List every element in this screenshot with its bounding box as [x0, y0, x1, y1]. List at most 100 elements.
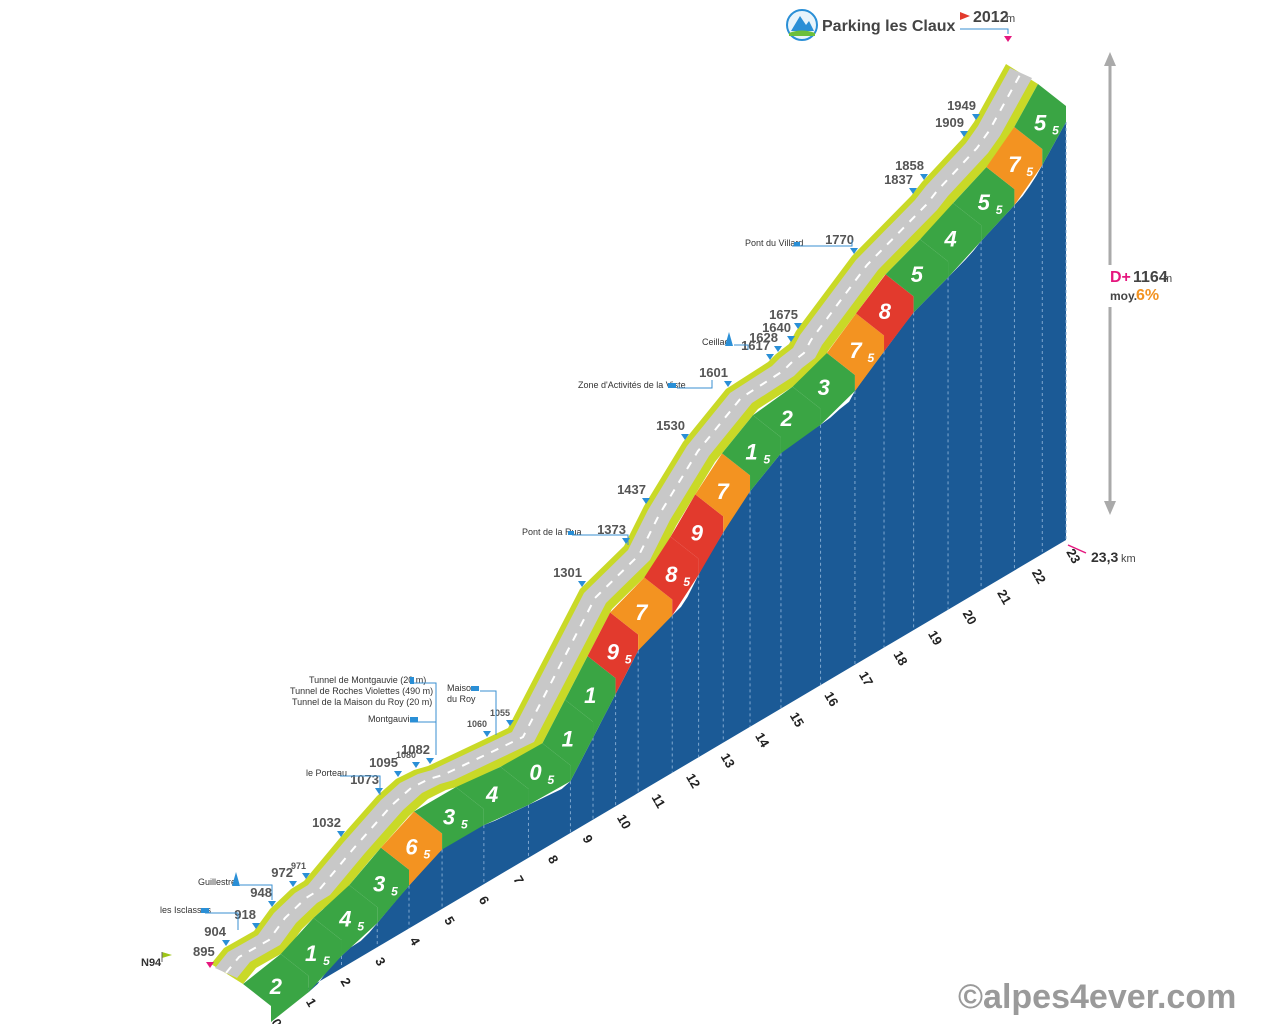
altitude-label: 918: [234, 907, 256, 922]
grade-label: 4: [485, 782, 498, 807]
altitude-marker-icon: [850, 248, 858, 254]
grade-label: 9: [691, 521, 704, 546]
km-tick-label: 1: [303, 996, 320, 1010]
house-icon: [471, 686, 479, 691]
summit-header: Parking les Claux 2012 m: [786, 9, 1015, 42]
altitude-marker-icon: [289, 881, 297, 887]
place-les-isclasses: les Isclasses: [160, 905, 212, 915]
altitude-marker-icon: [337, 831, 345, 837]
km-tick-label: 6: [476, 893, 493, 907]
altitude-label: 1082: [401, 742, 430, 757]
avg-label: moy.: [1110, 289, 1137, 303]
grade-label: 5: [978, 190, 991, 215]
grade-label: 4: [943, 226, 956, 251]
start-marker-icon: [206, 962, 214, 968]
start-road-label: N94: [141, 957, 162, 969]
altitude-marker-icon: [724, 381, 732, 387]
altitude-marker-icon: [394, 771, 402, 777]
grade-label: 3: [373, 871, 385, 896]
altitude-label: 1301: [553, 565, 582, 580]
km-tick-label: 0: [268, 1016, 285, 1024]
altitude-label: 1628: [749, 330, 778, 345]
grade-segment: [500, 743, 571, 805]
km-tick-label: 9: [579, 832, 596, 846]
avg-value: 6%: [1136, 287, 1159, 304]
grade-label: 8: [665, 562, 678, 587]
altitude-marker-icon: [972, 114, 980, 120]
place-icons: [201, 242, 800, 913]
summit-flag-icon: [960, 12, 970, 20]
altitude-marker-icon: [681, 434, 689, 440]
summit-marker-icon: [1004, 36, 1012, 42]
grade-label-decimal: 5: [1026, 165, 1033, 179]
grade-label-decimal: 5: [996, 203, 1003, 217]
distance-unit: km: [1121, 553, 1136, 565]
grade-label: 2: [780, 406, 794, 431]
grade-label: 5: [911, 262, 924, 287]
altitude-marker-icon: [787, 336, 795, 342]
summit-altitude: 2012: [973, 9, 1009, 26]
altitude-marker-icon: [252, 923, 260, 929]
gain-unit: m: [1163, 273, 1172, 285]
km-tick-label: 16: [821, 689, 841, 709]
altitude-label: 1073: [350, 772, 379, 787]
altitude-label: 1095: [369, 755, 398, 770]
grade-label: 7: [717, 479, 731, 504]
km-tick-label: 17: [856, 669, 876, 689]
grade-segment: [752, 386, 821, 454]
grade-label: 0: [529, 760, 542, 785]
altitude-label: 1055: [490, 708, 510, 718]
place-zone-viste: Zone d'Activités de la Viste: [578, 380, 686, 390]
grade-label: 3: [443, 804, 455, 829]
place-guillestre: Guillestre: [198, 877, 236, 887]
km-tick-label: 23: [1063, 546, 1083, 566]
altitude-label: 1032: [312, 815, 341, 830]
bridge-icon: [568, 531, 574, 535]
place-montgauvie: Montgauvie: [368, 714, 415, 724]
altitude-label: 1530: [656, 418, 685, 433]
km-tick-label: 19: [925, 628, 945, 648]
altitude-label: 1770: [825, 232, 854, 247]
grade-segment: [349, 847, 409, 924]
grade-segment: [885, 239, 949, 313]
grade-label: 1: [584, 683, 596, 708]
place-maison-du-roy-1: Maison: [447, 683, 476, 693]
km-tick-label: 14: [752, 730, 773, 751]
altitude-marker-icon: [960, 131, 968, 137]
km-tick-label: 11: [649, 791, 669, 810]
altitude-label: 948: [250, 885, 272, 900]
altitude-label: 971: [291, 861, 306, 871]
grade-segment: [587, 612, 639, 695]
place-labels: les Isclasses Guillestre le Porteau Mont…: [160, 238, 803, 915]
road-centerline: [225, 72, 1022, 974]
grade-label-decimal: 5: [357, 920, 364, 934]
km-gridlines: [308, 122, 1067, 992]
altitude-marker-icon: [412, 762, 420, 768]
altitude-label: 1640: [762, 320, 791, 335]
tunnel-icon: [410, 677, 414, 684]
profile-side-wall: [271, 122, 1066, 1022]
altitude-marker-icon: [766, 354, 774, 360]
grade-label-decimal: 5: [1052, 123, 1059, 137]
chart-title: Parking les Claux: [822, 18, 955, 35]
grade-label-decimal: 5: [323, 954, 330, 968]
grade-segment: [644, 536, 699, 616]
altitude-label: 904: [204, 924, 226, 939]
grade-label: 9: [607, 639, 620, 664]
altitude-marker-icon: [506, 720, 514, 726]
grade-segment: [986, 126, 1043, 206]
altitude-label: 1060: [467, 719, 487, 729]
grade-label: 6: [405, 835, 418, 860]
house-icon: [201, 908, 209, 913]
altitude-marker-icon: [909, 188, 917, 194]
altitude-marker-icon: [268, 901, 276, 907]
grade-segment: [953, 167, 1015, 242]
grade-label-decimal: 5: [547, 773, 554, 787]
place-maison-du-roy-2: du Roy: [447, 694, 476, 704]
grade-label: 1: [305, 941, 317, 966]
altitude-label: 1601: [699, 365, 728, 380]
km-tick-label: 4: [407, 934, 424, 948]
grade-label-decimal: 5: [625, 652, 632, 666]
km-tick-label: 22: [1029, 566, 1049, 586]
